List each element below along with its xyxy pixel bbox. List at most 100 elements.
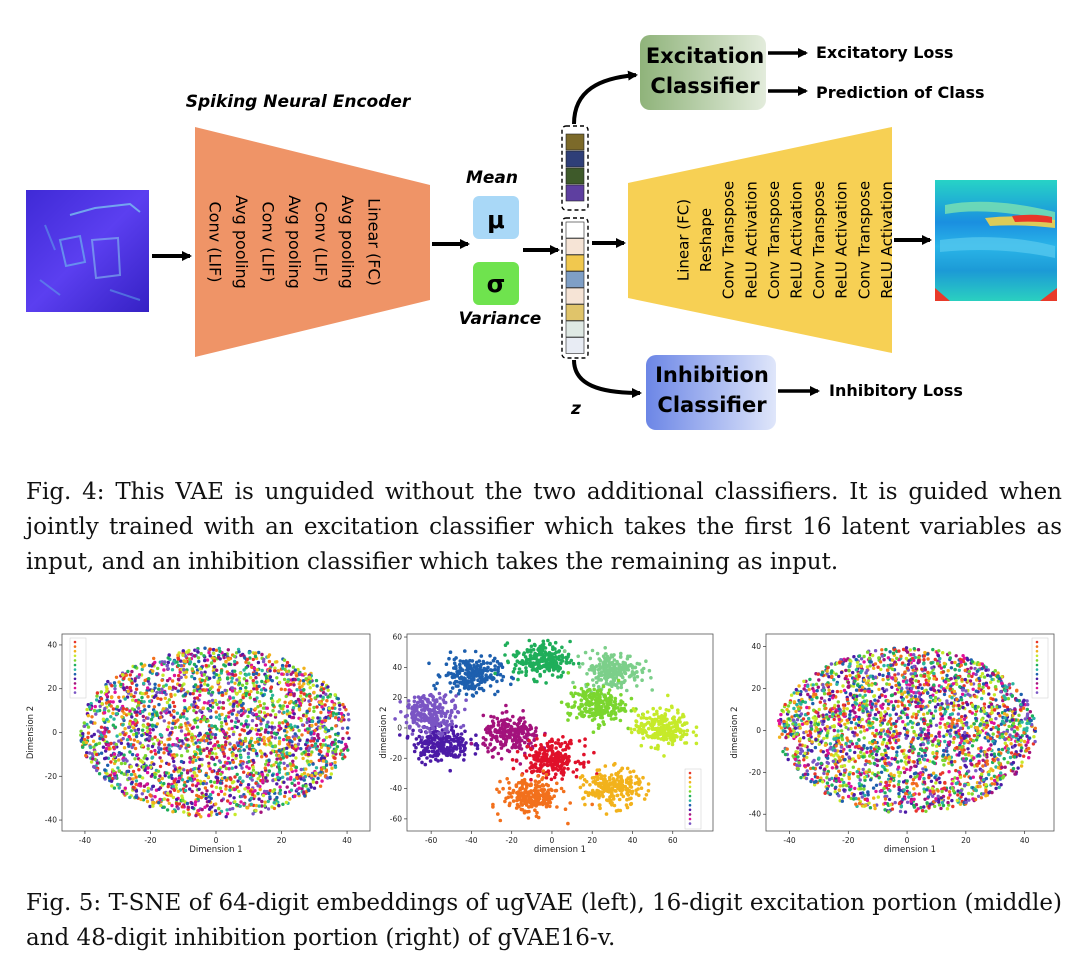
scatter-point (247, 651, 251, 655)
scatter-point (205, 738, 209, 743)
scatter-point (296, 781, 301, 785)
z-label: z (570, 399, 581, 419)
scatter-point (102, 731, 106, 735)
scatter-point (612, 700, 617, 704)
scatter-point (477, 682, 481, 687)
scatter-point (154, 694, 158, 698)
scatter-point (474, 666, 479, 670)
scatter-point (561, 789, 566, 794)
scatter-point (328, 775, 332, 780)
scatter-point (157, 787, 161, 791)
scatter-point (333, 760, 337, 765)
scatter-point (185, 727, 189, 731)
scatter-point (612, 658, 617, 662)
scatter-point (153, 772, 157, 777)
scatter-point (481, 742, 485, 746)
scatter-point (527, 797, 531, 801)
y-axis-label: Dimension 2 (26, 706, 36, 759)
scatter-point (291, 665, 295, 669)
scatter-point (275, 782, 279, 786)
scatter-point (307, 717, 311, 721)
scatter-point (450, 686, 455, 690)
scatter-point (607, 688, 612, 692)
scatter-point (190, 732, 194, 736)
scatter-point (660, 714, 664, 718)
scatter-point (551, 668, 556, 672)
scatter-point (237, 650, 241, 654)
scatter-point (464, 682, 469, 686)
scatter-point (183, 780, 187, 785)
scatter-point (167, 698, 171, 702)
scatter-point (180, 687, 184, 691)
scatter-point (509, 682, 513, 687)
scatter-point (294, 776, 299, 780)
scatter-point (168, 677, 172, 681)
scatter-point (685, 728, 690, 733)
scatter-point (325, 752, 329, 756)
scatter-point (546, 795, 551, 799)
scatter-point (175, 660, 179, 664)
scatter-point (137, 774, 142, 778)
scatter-point (266, 655, 270, 659)
scatter-point (129, 729, 133, 733)
scatter-point (578, 785, 583, 790)
scatter-point (275, 660, 279, 664)
scatter-point (663, 714, 667, 719)
scatter-point (141, 714, 145, 719)
scatter-point (105, 717, 109, 722)
scatter-point (581, 692, 585, 697)
scatter-point (144, 691, 149, 695)
scatter-point (98, 736, 102, 741)
scatter-point (621, 660, 626, 665)
sigma-symbol: σ (487, 270, 506, 298)
scatter-point (158, 764, 163, 769)
scatter-point (193, 720, 198, 725)
scatter-point (127, 677, 131, 681)
scatter-point (306, 730, 310, 735)
scatter-point (539, 649, 544, 654)
scatter-point (558, 759, 563, 763)
scatter-point (122, 746, 127, 750)
scatter-point (217, 768, 221, 773)
scatter-point (217, 706, 221, 710)
scatter-point (315, 694, 320, 698)
scatter-point (279, 726, 283, 731)
scatter-point (231, 752, 235, 756)
scatter-point (214, 752, 218, 756)
scatter-point (235, 772, 239, 777)
y-tick-label: 0 (52, 728, 57, 737)
scatter-point (559, 786, 564, 791)
scatter-point (128, 795, 132, 800)
scatter-point (562, 649, 567, 653)
scatter-point (140, 733, 144, 738)
scatter-point (602, 781, 607, 786)
scatter-point (114, 742, 118, 747)
scatter-point (238, 733, 242, 737)
scatter-point (479, 662, 483, 667)
scatter-point (245, 657, 250, 661)
scatter-point (470, 667, 474, 672)
scatter-point (459, 732, 464, 736)
scatter-point (219, 772, 223, 776)
scatter-point (324, 760, 328, 764)
scatter-point (656, 726, 660, 731)
encoder-layer-label: Avg pooling (285, 195, 304, 289)
scatter-point (147, 677, 151, 681)
scatter-point (239, 713, 243, 718)
inhibition-latent-cell (565, 221, 585, 239)
scatter-point (298, 694, 303, 698)
scatter-point (639, 723, 644, 728)
scatter-point (466, 664, 470, 668)
scatter-point (205, 676, 209, 680)
scatter-point (246, 751, 251, 756)
scatter-point (179, 759, 184, 764)
scatter-point (143, 708, 147, 712)
scatter-point (311, 683, 315, 687)
scatter-point (474, 690, 479, 695)
scatter-point (318, 694, 323, 698)
scatter-point (493, 746, 497, 750)
scatter-point (184, 733, 188, 737)
scatter-point (217, 806, 221, 811)
scatter-point (236, 779, 240, 783)
scatter-point (233, 659, 237, 664)
